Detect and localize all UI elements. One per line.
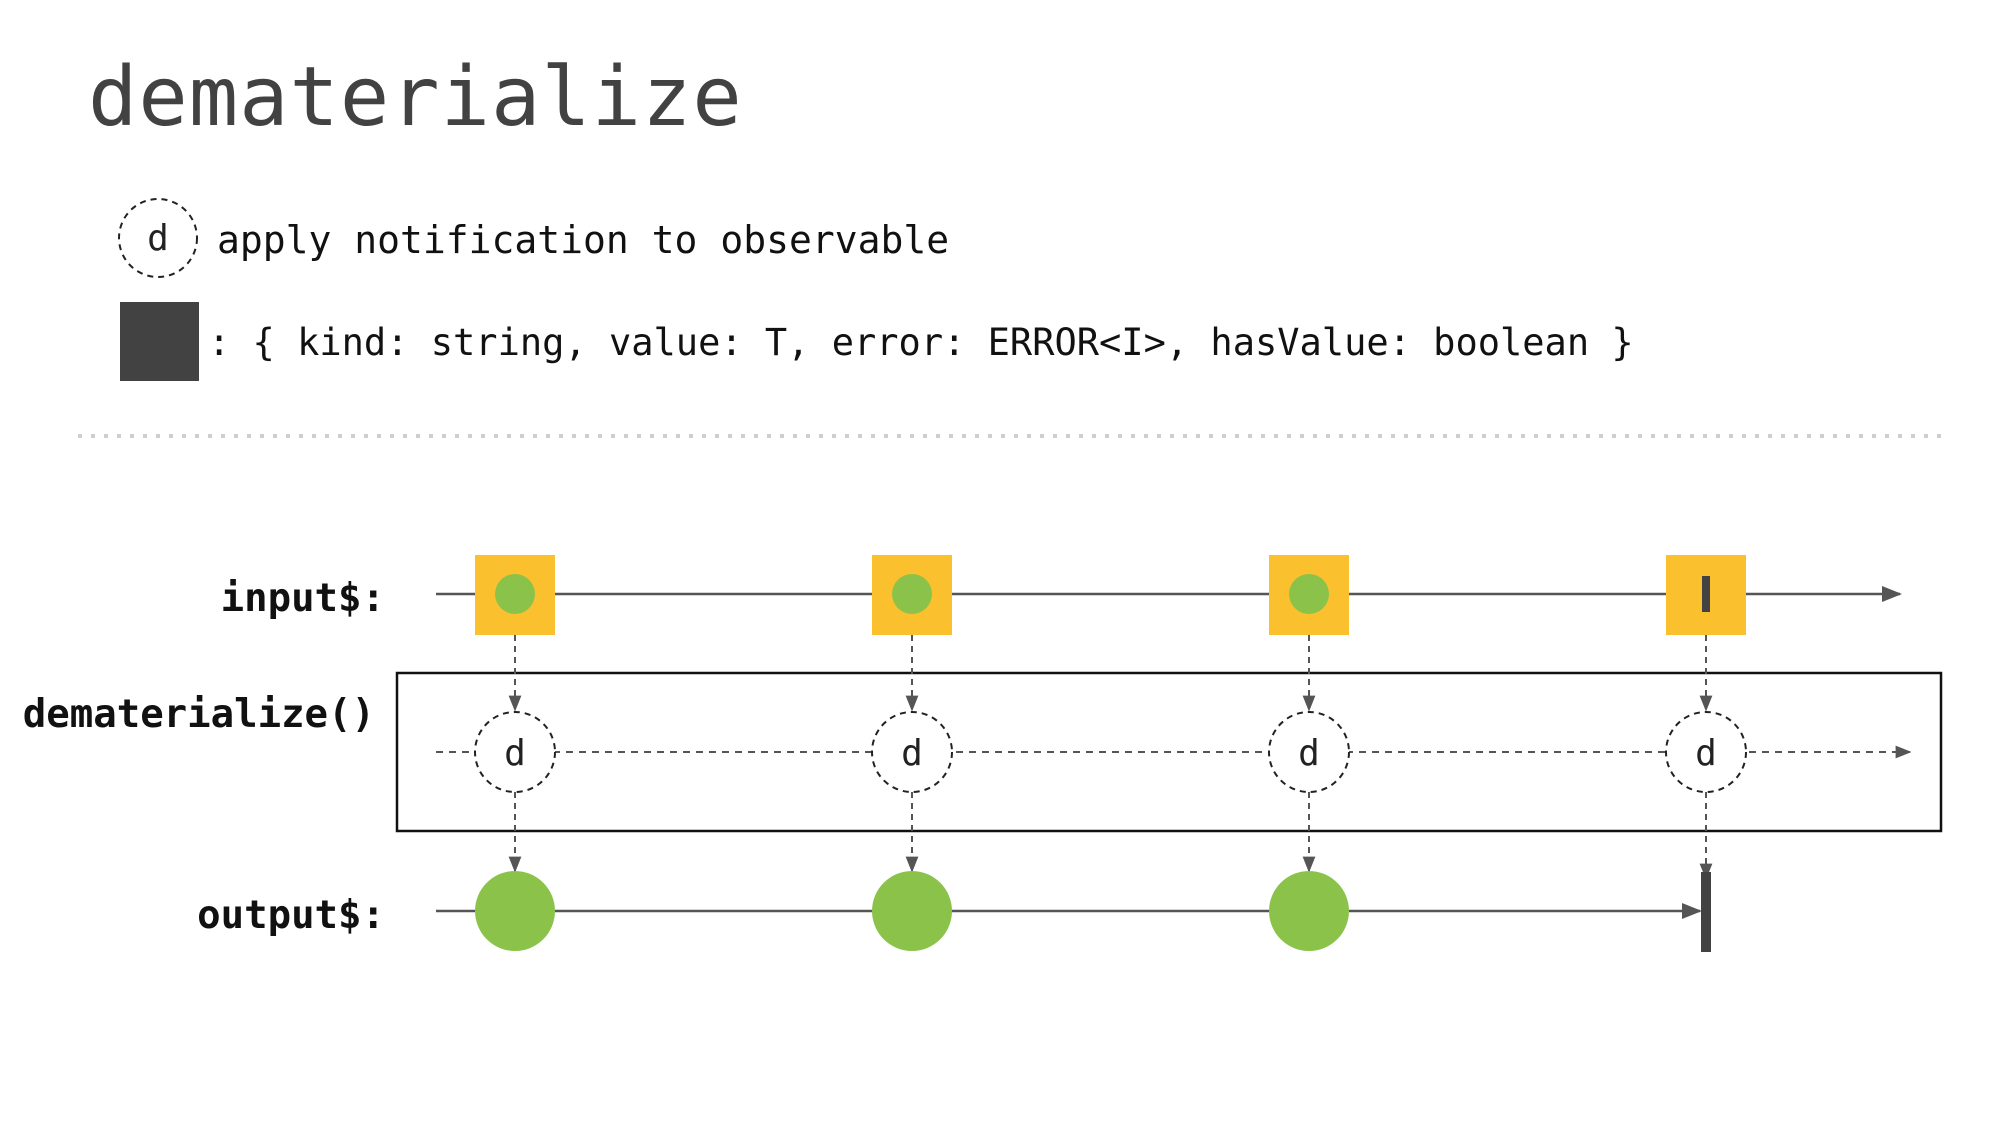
input-value-dot-3: [1289, 574, 1329, 614]
operator-symbol-1: d: [504, 733, 526, 774]
output-stream-label: output$:: [197, 893, 385, 938]
input-value-dot-2: [892, 574, 932, 614]
legend-operator-symbol: d: [147, 218, 169, 259]
input-value-dot-1: [495, 574, 535, 614]
operator-symbol-3: d: [1298, 733, 1320, 774]
operator-circle-4: [1665, 711, 1747, 793]
legend: d apply notification to observable : { k…: [118, 198, 1634, 381]
legend-operator-desc: apply notification to observable: [217, 218, 949, 262]
page-title: dematerialize: [88, 50, 743, 145]
output-value-2: [872, 871, 952, 951]
operator-circle-3: [1268, 711, 1350, 793]
input-stream-label: input$:: [221, 576, 385, 621]
legend-notification-square: [120, 302, 199, 381]
output-value-1: [475, 871, 555, 951]
output-complete-bar: [1701, 872, 1711, 952]
operator-box: [395, 671, 1943, 833]
operator-symbol-2: d: [901, 733, 923, 774]
operator-label: dematerialize(): [23, 692, 375, 737]
output-value-3: [1269, 871, 1349, 951]
legend-notification-desc: : { kind: string, value: T, error: ERROR…: [208, 321, 1634, 364]
operator-symbol-4: d: [1695, 733, 1717, 774]
operator-circle-1: [474, 711, 556, 793]
input-complete-bar: [1702, 576, 1710, 612]
legend-operator-circle: [118, 198, 198, 278]
operator-circle-2: [871, 711, 953, 793]
